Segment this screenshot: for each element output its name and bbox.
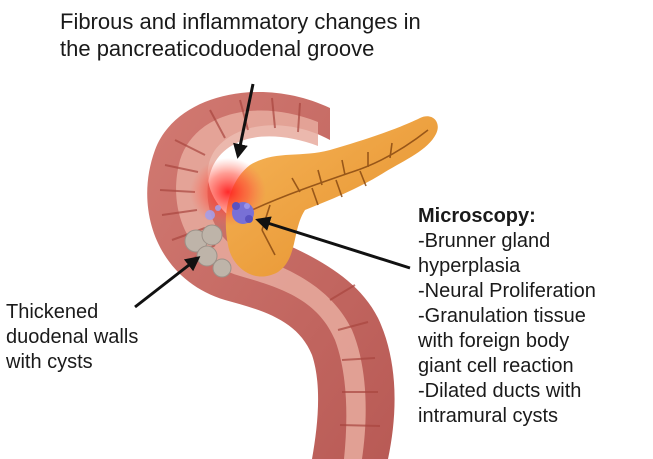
microscopy-panel: Microscopy: -Brunner gland hyperplasia -… <box>418 204 596 429</box>
duodenal-walls-label: Thickened duodenal walls with cysts <box>6 300 138 375</box>
label-line: with cysts <box>6 350 138 375</box>
microscopy-list: -Brunner gland hyperplasia -Neural Proli… <box>418 229 596 429</box>
microscopy-heading: Microscopy: <box>418 204 596 229</box>
cysts-arrow <box>135 258 198 307</box>
title-line: Fibrous and inflammatory changes in <box>60 8 421 35</box>
title-label: Fibrous and inflammatory changes in the … <box>60 8 421 62</box>
inflammation-area <box>190 158 266 226</box>
label-line: duodenal walls <box>6 325 138 350</box>
microscopy-line: intramural cysts <box>418 404 596 429</box>
microscopy-line: -Granulation tissue <box>418 304 596 329</box>
microscopy-line: -Neural Proliferation <box>418 279 596 304</box>
microscopy-line: giant cell reaction <box>418 354 596 379</box>
microscopy-line: with foreign body <box>418 329 596 354</box>
title-line: the pancreaticoduodenal groove <box>60 35 421 62</box>
microscopy-line: -Dilated ducts with <box>418 379 596 404</box>
microscopy-line: hyperplasia <box>418 254 596 279</box>
label-line: Thickened <box>6 300 138 325</box>
microscopy-line: -Brunner gland <box>418 229 596 254</box>
